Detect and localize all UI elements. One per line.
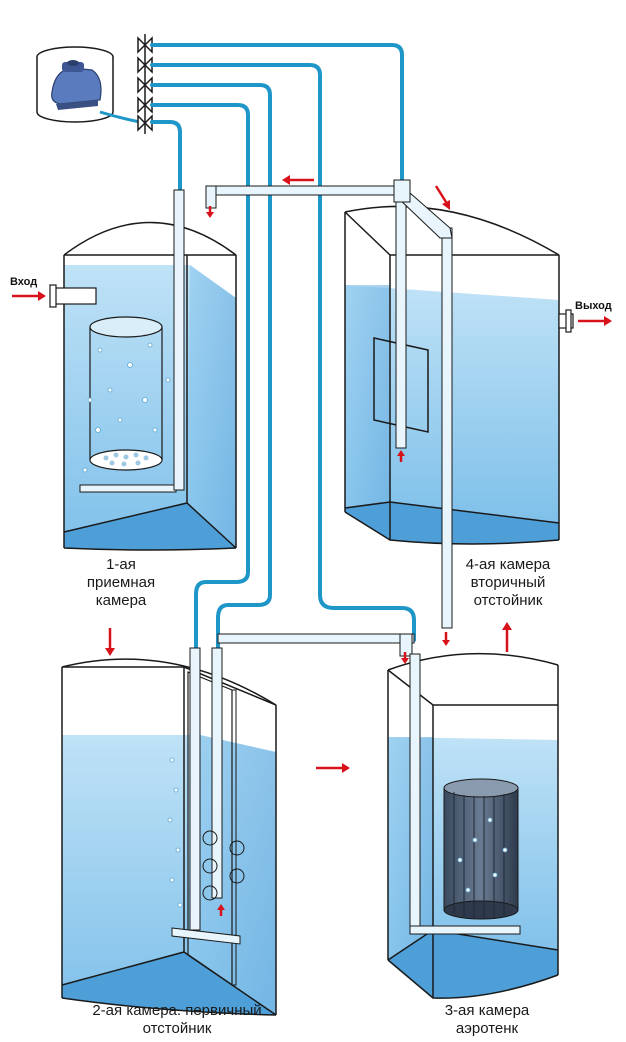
- inlet-pipe: [49, 284, 97, 308]
- down-arrow-3: [401, 652, 409, 664]
- chamber-3-line2: аэротенк: [455, 1020, 519, 1037]
- inlet-label: Вход: [10, 276, 38, 288]
- chamber-1-line2: приемная: [86, 574, 156, 591]
- chamber-3-label: 3-ая камера аэротенк: [432, 1002, 542, 1038]
- chamber-2-line2: отстойник: [142, 1020, 212, 1037]
- chamber-2-bubbles: [167, 757, 183, 908]
- chamber-1-filter-basket: [89, 316, 163, 471]
- down-arrow-chamber1-2: [105, 628, 115, 656]
- outlet-label: Выход: [575, 300, 612, 312]
- up-arrow-4: [397, 450, 405, 462]
- chamber-3-bubbles: [457, 817, 508, 893]
- chamber-3-line1: 3-ая камера: [444, 1002, 530, 1019]
- air-pipes: [150, 43, 416, 650]
- chamber-3-tank: [387, 652, 559, 999]
- chamber-1-label: 1-ая приемная камера: [86, 556, 156, 610]
- chamber-3-biomedia: [443, 778, 519, 920]
- chamber-1-bubbles: [82, 342, 171, 473]
- compressor-unit-icon: [51, 60, 102, 110]
- up-arrow-2: [217, 904, 225, 916]
- chamber-4-label: 4-ая камера вторичный отстойник: [452, 556, 564, 610]
- inlet-arrow: [12, 291, 46, 301]
- chamber-4-line2: вторичный: [470, 574, 546, 591]
- chamber-4-tank: [344, 199, 574, 629]
- right-arrow-2-3: [316, 763, 350, 773]
- chamber-2-line1: 2-ая камера. первичный: [92, 1002, 262, 1019]
- chamber-1-line3: камера: [95, 592, 147, 609]
- diagonal-arrow: [434, 185, 450, 210]
- chamber-4-line3: отстойник: [473, 592, 543, 609]
- outlet-arrow: [578, 316, 612, 326]
- return-pipe: [205, 179, 453, 239]
- air-compressor: [36, 46, 141, 124]
- chamber-1-line1: 1-ая: [106, 556, 136, 573]
- down-arrow-pipe: [442, 632, 450, 646]
- flow-arrows: [12, 175, 612, 916]
- chamber-1-tank: [49, 189, 237, 551]
- down-arrow-1: [206, 206, 214, 218]
- return-arrow: [282, 175, 314, 185]
- chamber-4-line1: 4-ая камера: [465, 556, 551, 573]
- chamber-2-tank: [61, 647, 277, 1016]
- chamber-2-label: 2-ая камера. первичный отстойник: [62, 1002, 292, 1038]
- valve-manifold: [137, 34, 153, 134]
- up-arrow-3-4: [502, 622, 512, 652]
- outlet-pipe: [558, 309, 574, 333]
